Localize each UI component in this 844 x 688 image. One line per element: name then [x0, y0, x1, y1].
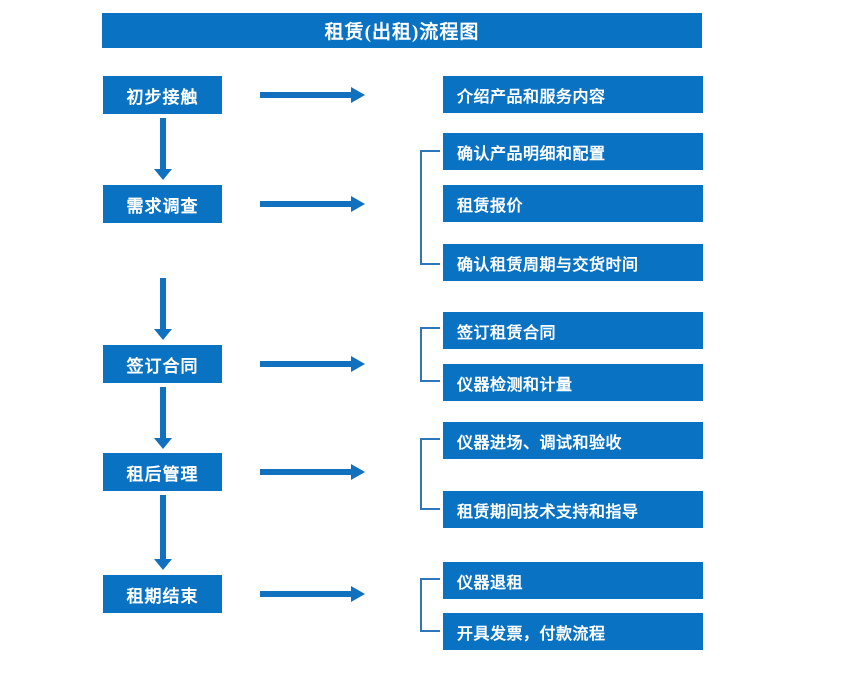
detail-box-tech-support[interactable]: 租赁期间技术支持和指导 [443, 491, 703, 528]
arrow-shaft [160, 118, 166, 169]
right-arrow-1 [260, 87, 365, 103]
arrow-shaft [260, 92, 352, 98]
page-title: 租赁(出租)流程图 [102, 13, 702, 48]
stage-box-initial-contact[interactable]: 初步接触 [103, 76, 222, 114]
right-arrow-2 [260, 196, 365, 212]
group-bracket-requirement-survey [420, 150, 440, 265]
arrow-shaft [160, 278, 166, 329]
stage-box-requirement-survey[interactable]: 需求调查 [103, 185, 222, 223]
down-arrow-2 [152, 278, 174, 340]
detail-box-invoice-payment[interactable]: 开具发票，付款流程 [443, 613, 703, 650]
down-arrow-3 [152, 387, 174, 449]
arrow-head [154, 169, 172, 180]
arrow-shaft [160, 387, 166, 438]
detail-box-confirm-product-spec[interactable]: 确认产品明细和配置 [443, 133, 703, 170]
arrow-head [154, 559, 172, 570]
arrow-head [351, 356, 365, 372]
stage-box-rental-end[interactable]: 租期结束 [103, 575, 222, 613]
detail-box-instrument-testing[interactable]: 仪器检测和计量 [443, 364, 703, 401]
right-arrow-4 [260, 464, 365, 480]
arrow-head [154, 329, 172, 340]
arrow-shaft [260, 201, 352, 207]
arrow-shaft [260, 361, 352, 367]
right-arrow-5 [260, 586, 365, 602]
detail-box-introduce-products[interactable]: 介绍产品和服务内容 [443, 76, 703, 113]
arrow-shaft [160, 495, 166, 559]
detail-box-sign-rental-contract[interactable]: 签订租赁合同 [443, 312, 703, 349]
group-bracket-post-rental-mgmt [420, 438, 440, 510]
detail-box-rental-quote[interactable]: 租赁报价 [443, 185, 703, 222]
detail-box-instrument-arrival[interactable]: 仪器进场、调试和验收 [443, 422, 703, 459]
arrow-head [351, 464, 365, 480]
arrow-head [351, 87, 365, 103]
down-arrow-1 [152, 118, 174, 180]
detail-box-instrument-return[interactable]: 仪器退租 [443, 562, 703, 599]
arrow-head [351, 196, 365, 212]
stage-box-post-rental-mgmt[interactable]: 租后管理 [103, 453, 222, 491]
arrow-head [351, 586, 365, 602]
down-arrow-4 [152, 495, 174, 570]
group-bracket-rental-end [420, 578, 440, 632]
stage-box-sign-contract[interactable]: 签订合同 [103, 345, 222, 383]
arrow-shaft [260, 469, 352, 475]
right-arrow-3 [260, 356, 365, 372]
arrow-shaft [260, 591, 352, 597]
group-bracket-sign-contract [420, 327, 440, 382]
detail-box-confirm-period[interactable]: 确认租赁周期与交货时间 [443, 244, 703, 281]
arrow-head [154, 438, 172, 449]
